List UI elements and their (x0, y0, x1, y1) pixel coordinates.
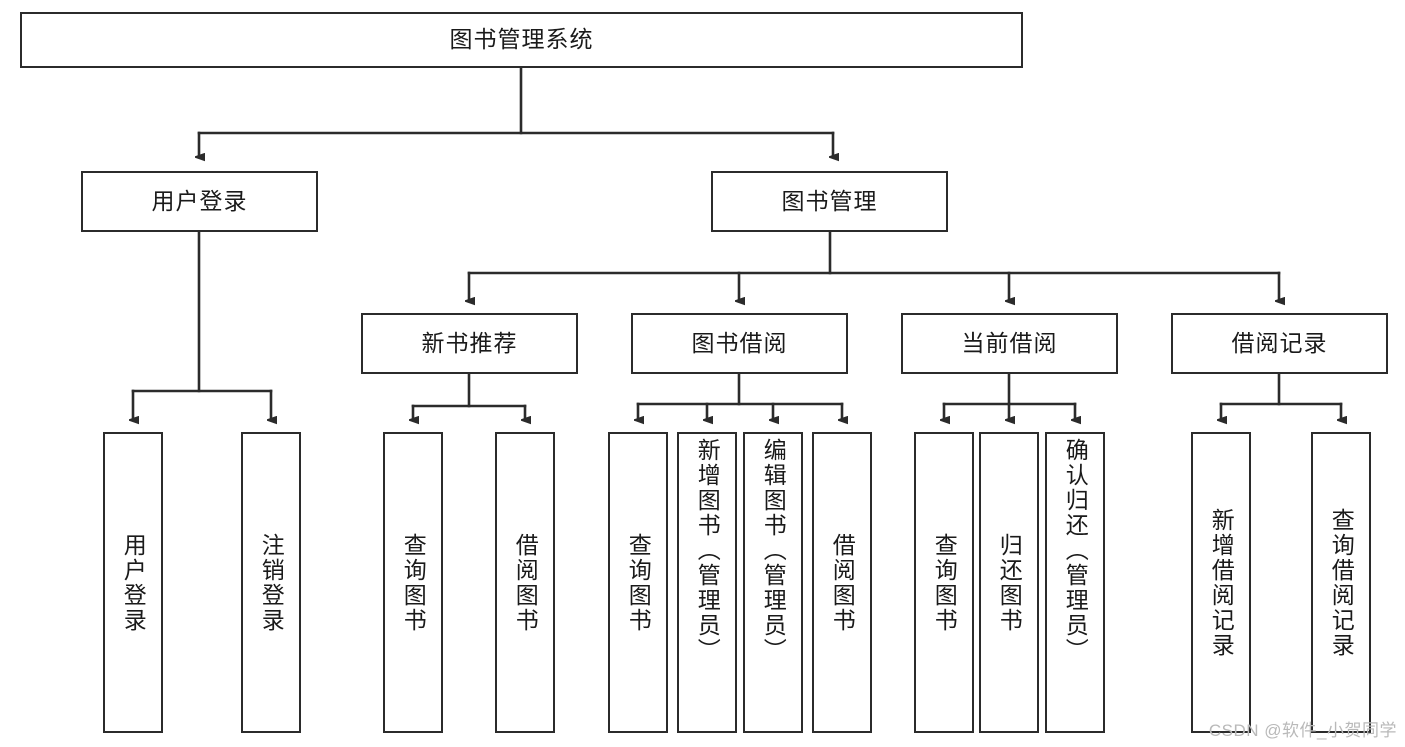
node-label: 借阅图书 (829, 532, 856, 633)
vertical-text-wrap: 编辑图书（管理员） (745, 434, 801, 731)
vertical-text-wrap: 新增借阅记录 (1193, 434, 1249, 731)
leaf-add-record[interactable]: 新增借阅记录 (1191, 432, 1251, 733)
vertical-text-wrap: 查询图书 (610, 434, 666, 731)
leaf-query-book-3[interactable]: 查询图书 (914, 432, 974, 733)
leaf-query-record[interactable]: 查询借阅记录 (1311, 432, 1371, 733)
node-label: 借阅记录 (1231, 329, 1328, 356)
leaf-borrow-book-1[interactable]: 借阅图书 (495, 432, 555, 733)
node-label: 新增图书（管理员） (694, 438, 721, 663)
node-label: 查询图书 (931, 532, 958, 633)
leaf-return-book[interactable]: 归还图书 (979, 432, 1039, 733)
node-label: 归还图书 (996, 532, 1023, 633)
node-label: 图书借阅 (691, 329, 788, 356)
node-label: 图书管理 (781, 187, 878, 214)
node-book-borrow[interactable]: 图书借阅 (631, 313, 848, 374)
node-label: 查询图书 (400, 532, 427, 633)
node-label: 确认归还（管理员） (1062, 438, 1089, 663)
node-label: 图书管理系统 (449, 26, 594, 53)
node-label: 用户登录 (120, 532, 147, 633)
node-current-borrow[interactable]: 当前借阅 (901, 313, 1118, 374)
node-label: 用户登录 (151, 187, 248, 214)
leaf-borrow-book-2[interactable]: 借阅图书 (812, 432, 872, 733)
vertical-text-wrap: 用户登录 (105, 434, 161, 731)
vertical-text-wrap: 确认归还（管理员） (1047, 434, 1103, 731)
vertical-text-wrap: 查询图书 (916, 434, 972, 731)
node-label: 借阅图书 (512, 532, 539, 633)
vertical-text-wrap: 归还图书 (981, 434, 1037, 731)
vertical-text-wrap: 查询借阅记录 (1313, 434, 1369, 731)
node-root-system[interactable]: 图书管理系统 (20, 12, 1023, 68)
leaf-edit-book[interactable]: 编辑图书（管理员） (743, 432, 803, 733)
vertical-text-wrap: 借阅图书 (814, 434, 870, 731)
leaf-query-book-2[interactable]: 查询图书 (608, 432, 668, 733)
node-book-management[interactable]: 图书管理 (711, 171, 948, 232)
vertical-text-wrap: 新增图书（管理员） (679, 434, 735, 731)
leaf-add-book[interactable]: 新增图书（管理员） (677, 432, 737, 733)
vertical-text-wrap: 注销登录 (243, 434, 299, 731)
node-label: 查询图书 (625, 532, 652, 633)
node-user-login[interactable]: 用户登录 (81, 171, 318, 232)
leaf-query-book-1[interactable]: 查询图书 (383, 432, 443, 733)
node-new-book-recommend[interactable]: 新书推荐 (361, 313, 578, 374)
node-label: 查询借阅记录 (1328, 507, 1355, 658)
node-label: 新书推荐 (421, 329, 518, 356)
node-borrow-record[interactable]: 借阅记录 (1171, 313, 1388, 374)
node-label: 编辑图书（管理员） (760, 438, 787, 663)
vertical-text-wrap: 查询图书 (385, 434, 441, 731)
node-label: 当前借阅 (961, 329, 1058, 356)
watermark-text: CSDN @软件_小贺同学 (1208, 721, 1397, 740)
leaf-user-login[interactable]: 用户登录 (103, 432, 163, 733)
node-label: 注销登录 (258, 532, 285, 633)
node-label: 新增借阅记录 (1208, 507, 1235, 658)
leaf-logout-login[interactable]: 注销登录 (241, 432, 301, 733)
leaf-confirm-return[interactable]: 确认归还（管理员） (1045, 432, 1105, 733)
vertical-text-wrap: 借阅图书 (497, 434, 553, 731)
